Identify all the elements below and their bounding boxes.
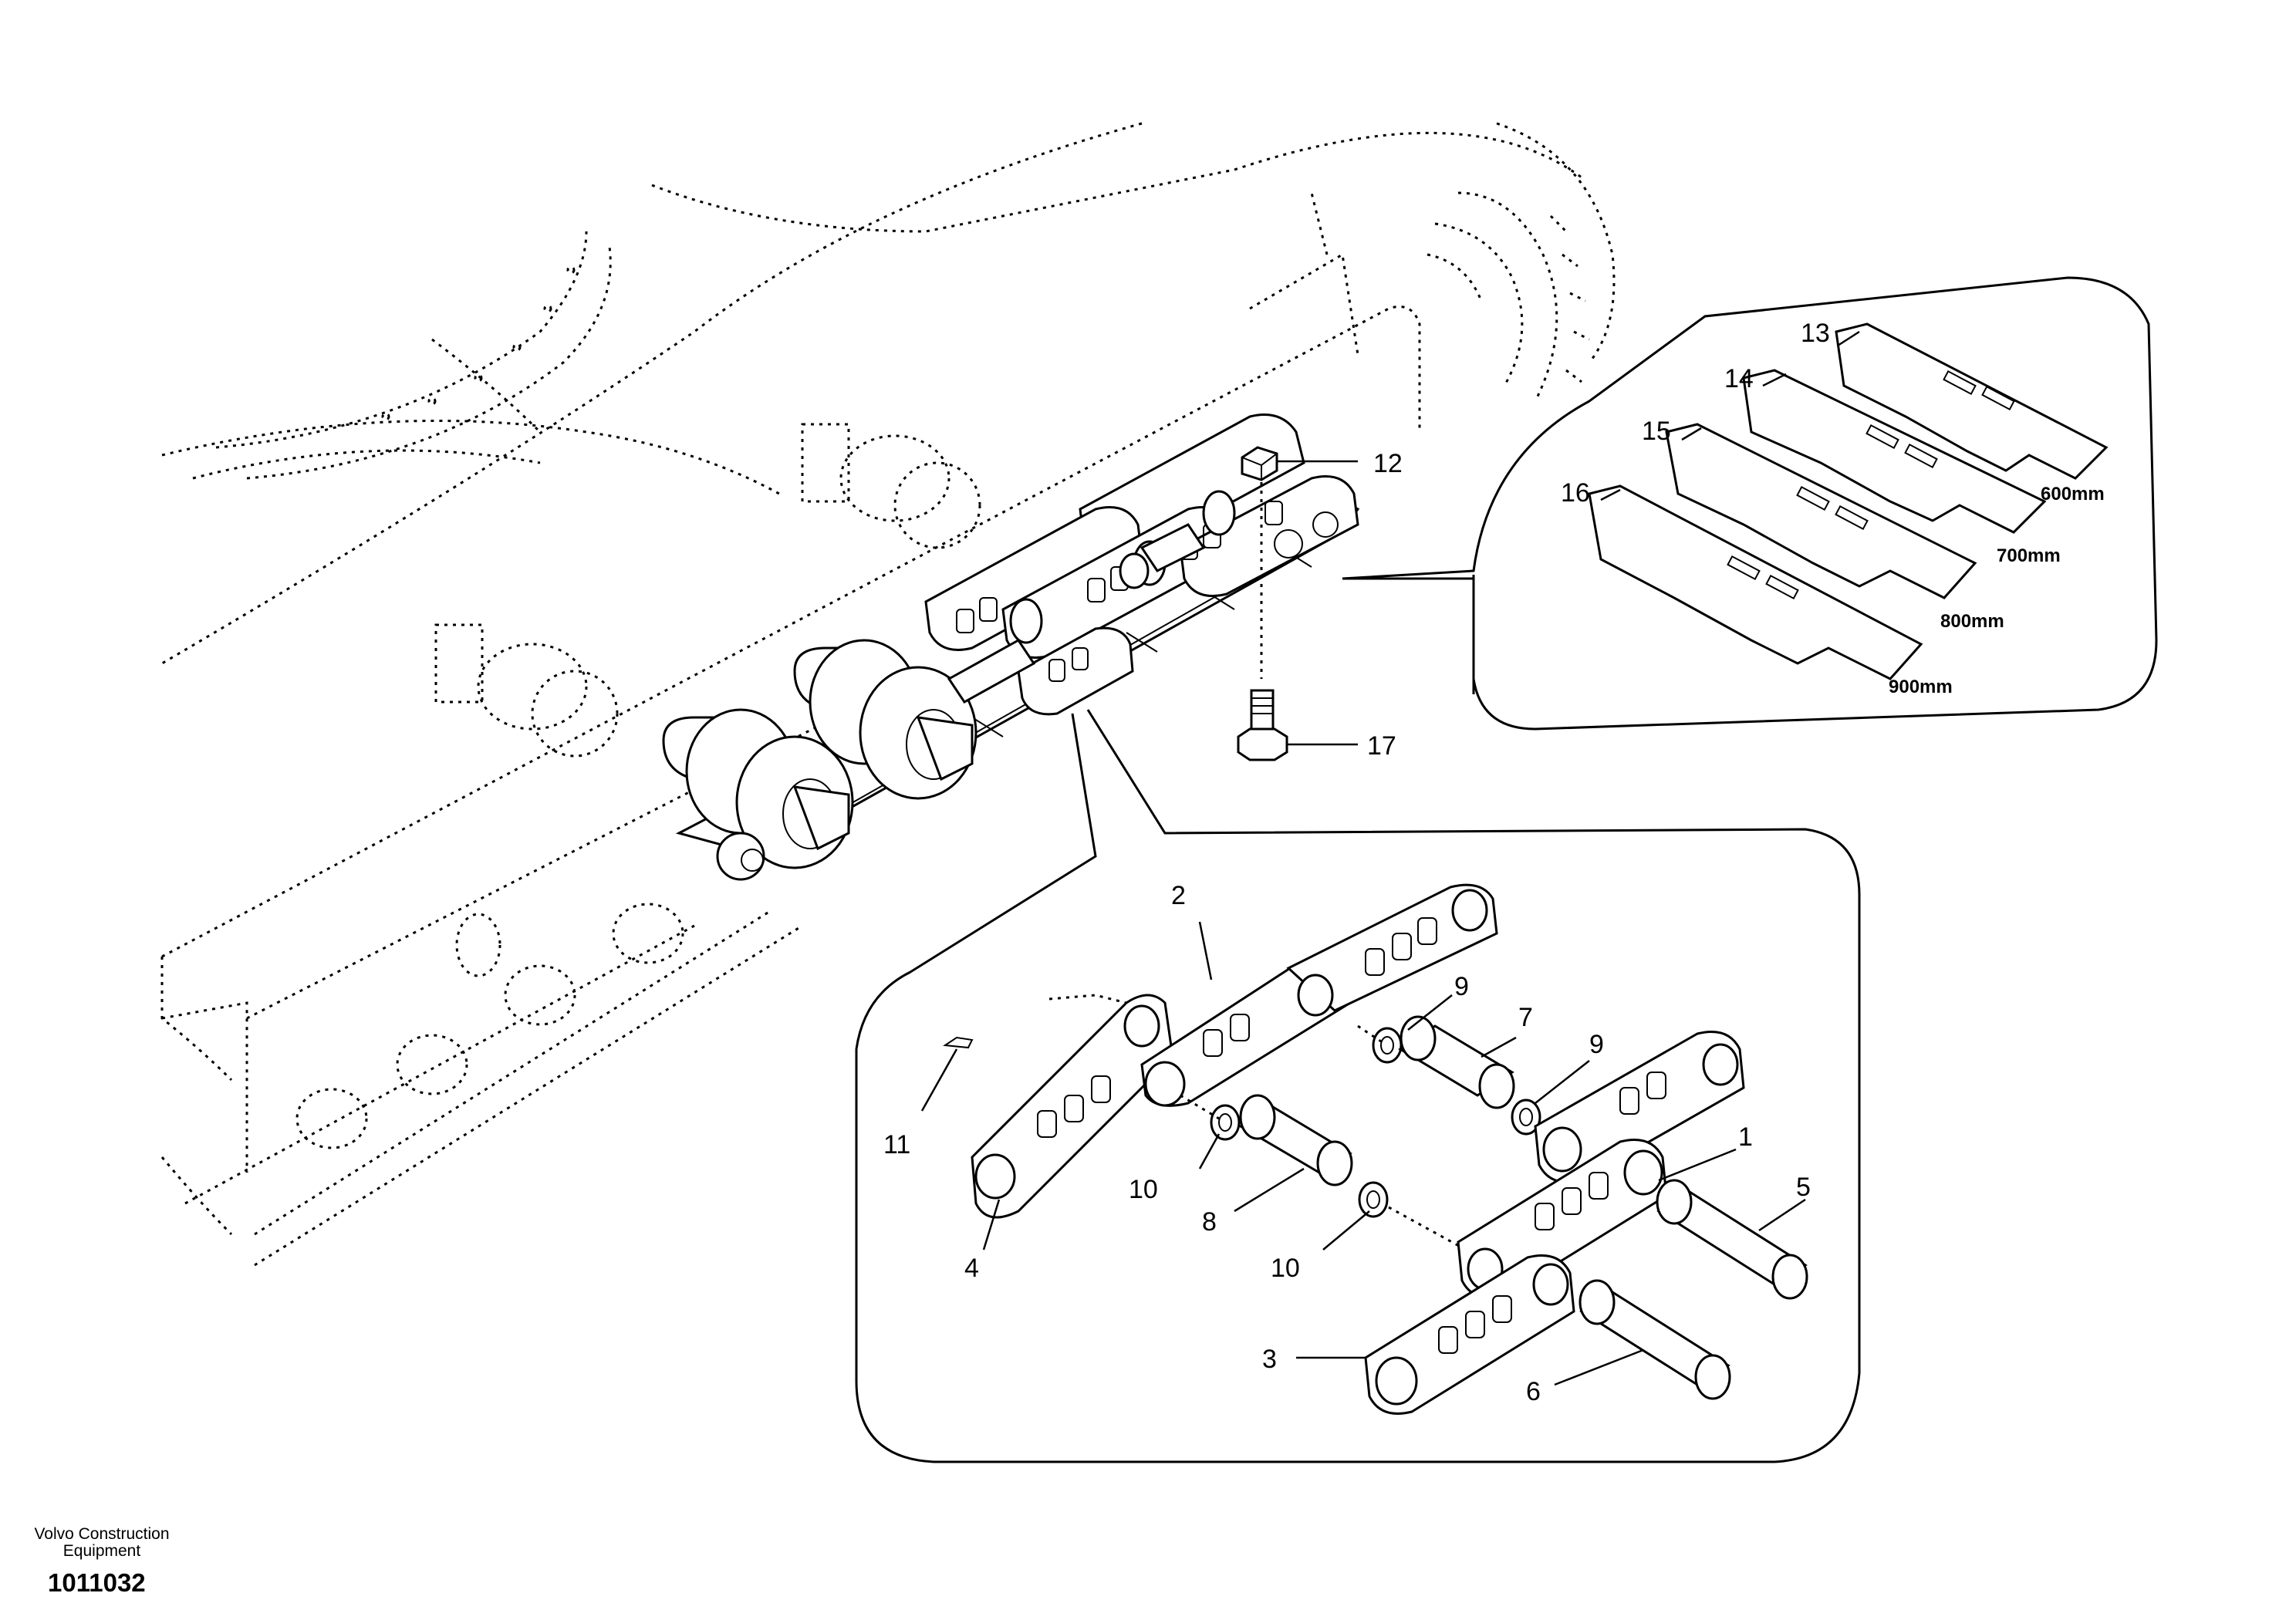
seal-part-10-lower	[1358, 1181, 1389, 1218]
callout-7: 7	[1518, 1003, 1533, 1032]
undercarriage-frame-outline	[160, 122, 1616, 1267]
seal-part-9-upper	[1372, 1027, 1403, 1064]
seal-part-10-upper	[1210, 1104, 1241, 1141]
bushing-part-8	[1238, 1094, 1353, 1186]
callout-11: 11	[883, 1130, 910, 1159]
callout-2: 2	[1171, 881, 1186, 910]
callout-1: 1	[1738, 1122, 1753, 1152]
company-name-line1: Volvo Construction	[34, 1525, 169, 1543]
callout-16: 16	[1561, 478, 1590, 508]
callout-17: 17	[1367, 731, 1396, 761]
track-shoe-15	[1665, 423, 1977, 599]
callout-3: 3	[1262, 1345, 1277, 1374]
callout-5: 5	[1796, 1173, 1811, 1202]
callout-8: 8	[1202, 1207, 1217, 1237]
callout-6: 6	[1526, 1377, 1541, 1406]
link-part-4	[971, 994, 1174, 1219]
callout-10-upper: 10	[1129, 1175, 1158, 1204]
figure-number: 1011032	[48, 1568, 146, 1597]
callout-13: 13	[1801, 319, 1830, 348]
shoe-width-900: 900mm	[1889, 677, 1953, 697]
track-chain-assembly	[662, 413, 1360, 881]
seal-part-9-lower	[1511, 1099, 1541, 1136]
cotter-pin-part-11	[943, 1036, 974, 1049]
track-shoe-16	[1588, 484, 1923, 680]
callout-15: 15	[1642, 417, 1671, 446]
pin-part-6	[1578, 1279, 1731, 1400]
bolt-part-17	[1237, 689, 1288, 761]
bushing-part-7	[1398, 1015, 1515, 1109]
shoe-width-600: 600mm	[2041, 484, 2105, 505]
pin-part-5	[1656, 1179, 1808, 1300]
link-part-1	[1534, 1031, 1745, 1183]
footer: Volvo Construction Equipment 1011032	[34, 1525, 169, 1597]
callout-9-upper: 9	[1454, 972, 1469, 1001]
company-name-line2: Equipment	[63, 1542, 141, 1560]
nut-part-12	[1241, 446, 1278, 679]
shoe-width-700: 700mm	[1997, 545, 2061, 566]
callout-labels: 12 17 13 14 15 16 600mm 700mm 800mm 900m…	[883, 319, 2105, 1406]
shoe-detail-callout-box	[1342, 276, 2158, 731]
callout-9-lower: 9	[1589, 1030, 1604, 1059]
chain-detail-callout-box	[855, 709, 1861, 1463]
shoe-width-800: 800mm	[1940, 611, 2004, 632]
callout-4: 4	[964, 1254, 979, 1283]
track-shoe-14	[1742, 369, 2047, 534]
callout-10-lower: 10	[1271, 1254, 1300, 1283]
callout-12: 12	[1373, 449, 1403, 478]
track-shoe-13	[1835, 322, 2109, 480]
link-part-3	[1364, 1254, 1575, 1415]
callout-14: 14	[1724, 364, 1754, 393]
leader-lines	[920, 330, 1860, 1386]
link-part-2	[1140, 883, 1498, 1107]
